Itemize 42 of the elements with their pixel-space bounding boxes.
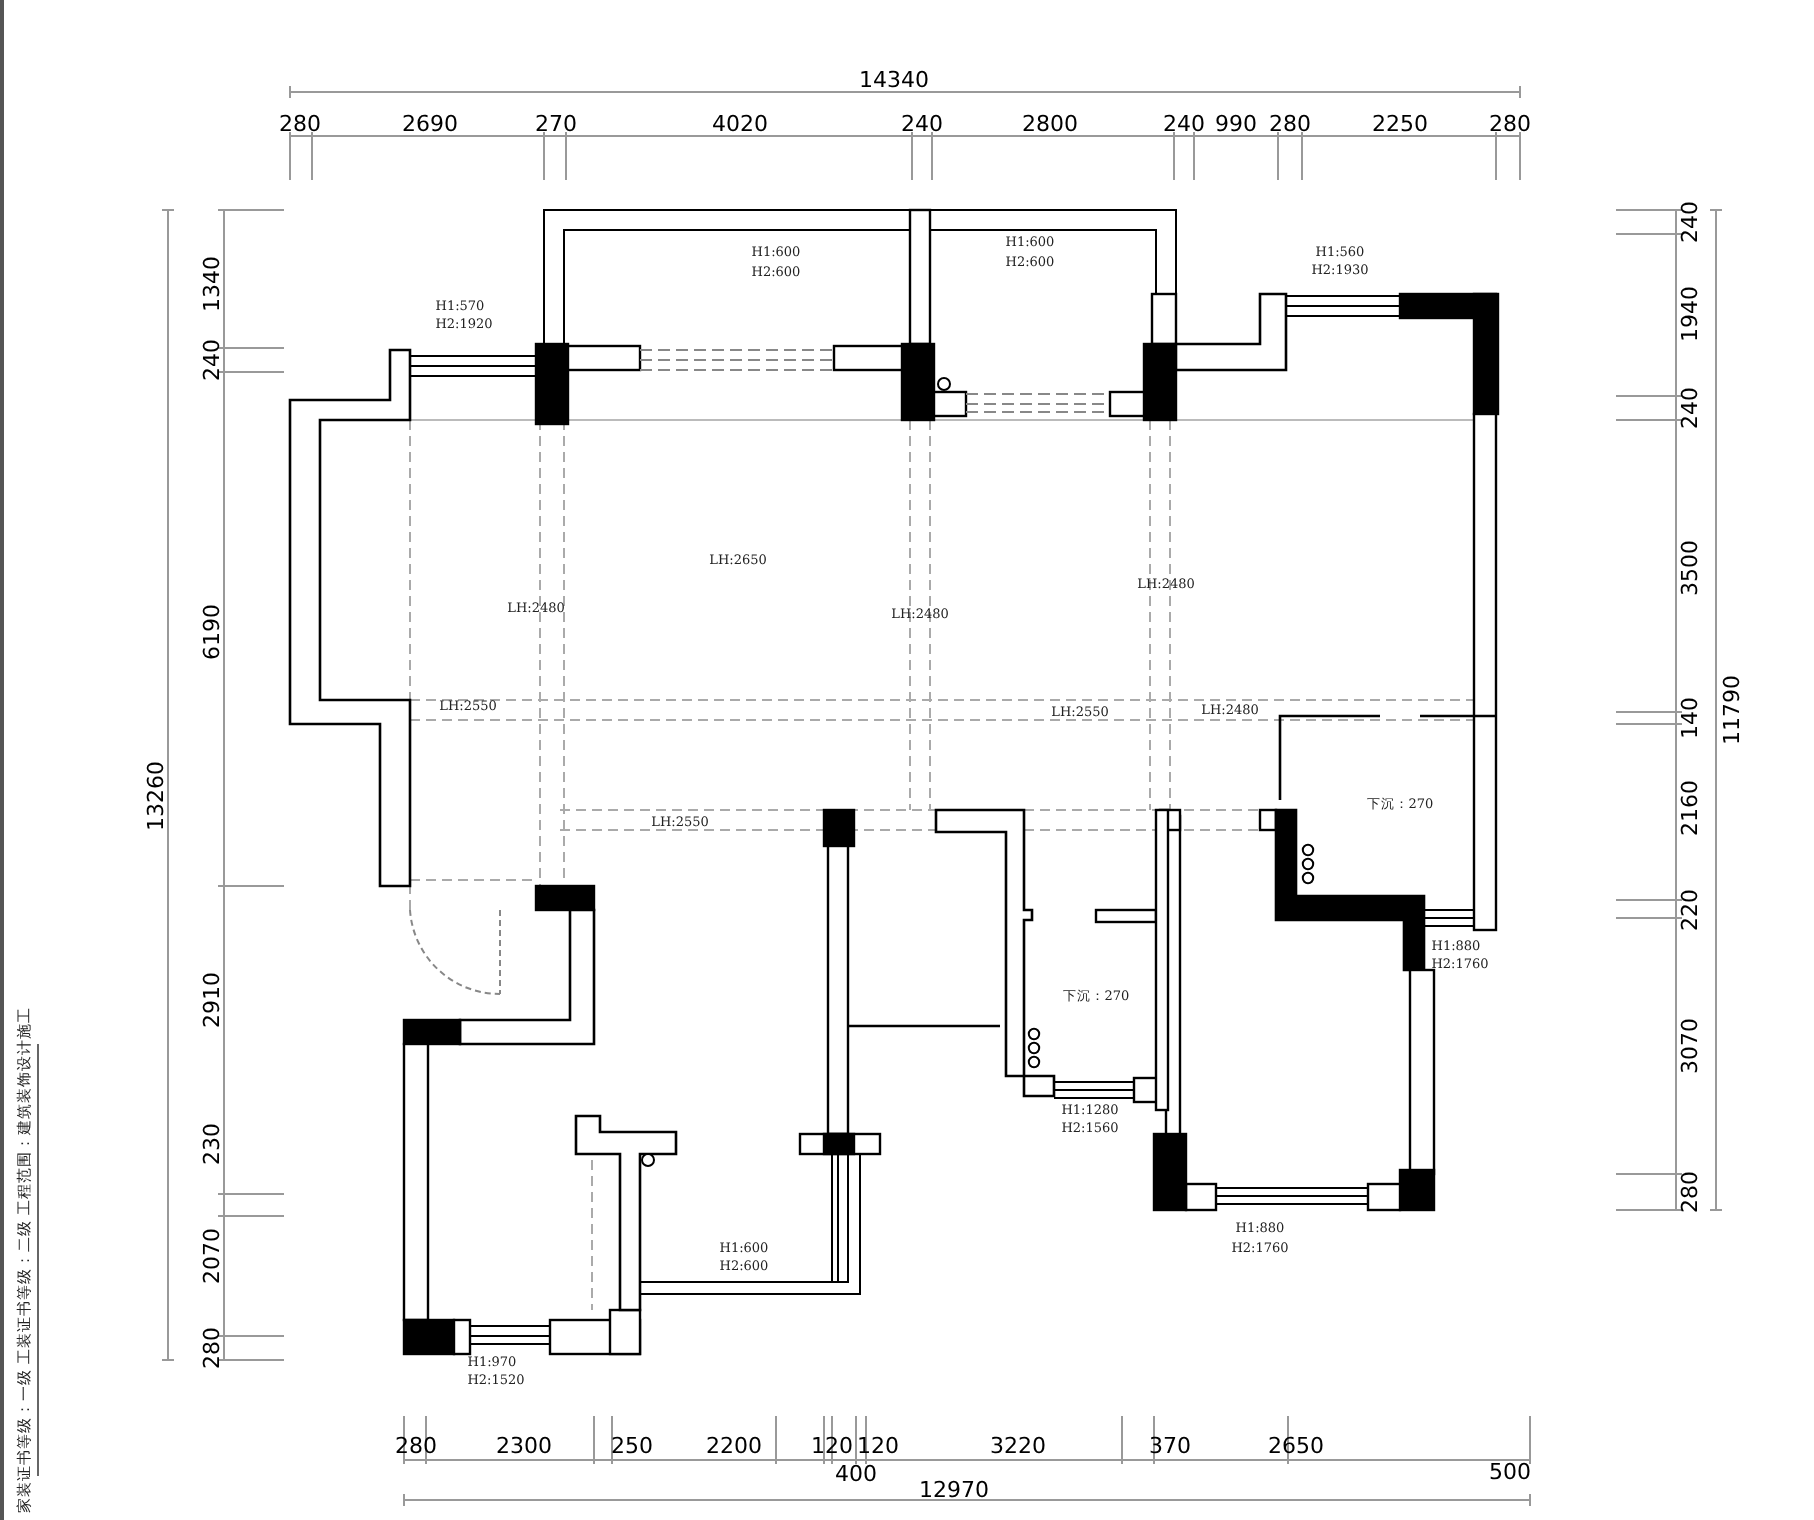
- dimension-label: 220: [1679, 889, 1701, 931]
- dimension-label: 370: [1149, 1435, 1191, 1457]
- dimension-label: 280: [1269, 113, 1311, 135]
- dimension-label: 11790: [1721, 675, 1743, 745]
- dimension-label: 6190: [201, 604, 223, 660]
- dimension-label: 240: [901, 113, 943, 135]
- dimension-label: 280: [1679, 1171, 1701, 1213]
- dimension-label: 1940: [1679, 286, 1701, 342]
- dimension-label: 13260: [145, 761, 167, 831]
- dimension-label: 3500: [1679, 540, 1701, 596]
- dimension-label: 12970: [919, 1479, 989, 1501]
- dimension-label: 1340: [201, 256, 223, 312]
- dimension-label: 14340: [859, 69, 929, 91]
- dimension-label: 2300: [496, 1435, 552, 1457]
- dimension-label: 4020: [712, 113, 768, 135]
- dimension-label: 280: [395, 1435, 437, 1457]
- dimension-label: 2690: [402, 113, 458, 135]
- dimension-label: 990: [1215, 113, 1257, 135]
- dimension-label: 2250: [1372, 113, 1428, 135]
- dimension-label: 2070: [201, 1228, 223, 1284]
- dimension-label: 140: [1679, 697, 1701, 739]
- dimension-label: 240: [1163, 113, 1205, 135]
- dimension-label: 280: [201, 1327, 223, 1369]
- dimension-label: 2160: [1679, 780, 1701, 836]
- dimension-label: 230: [201, 1123, 223, 1165]
- dimension-label: 3220: [990, 1435, 1046, 1457]
- dimension-label: 280: [1489, 113, 1531, 135]
- dimension-label: 270: [535, 113, 577, 135]
- dimension-label: 3070: [1679, 1018, 1701, 1074]
- dimension-label: 120: [811, 1435, 853, 1457]
- dimension-label: 2910: [201, 972, 223, 1028]
- dimension-label: 240: [201, 339, 223, 381]
- dimension-label: 500: [1489, 1461, 1531, 1483]
- dimension-label: 2800: [1022, 113, 1078, 135]
- dimension-label: 250: [611, 1435, 653, 1457]
- dimension-label: 2650: [1268, 1435, 1324, 1457]
- dimension-label: 2200: [706, 1435, 762, 1457]
- dimension-label: 400: [835, 1463, 877, 1485]
- dimension-label: 280: [279, 113, 321, 135]
- dimension-label: 240: [1679, 387, 1701, 429]
- dimension-label: 120: [857, 1435, 899, 1457]
- dimension-label: 240: [1679, 201, 1701, 243]
